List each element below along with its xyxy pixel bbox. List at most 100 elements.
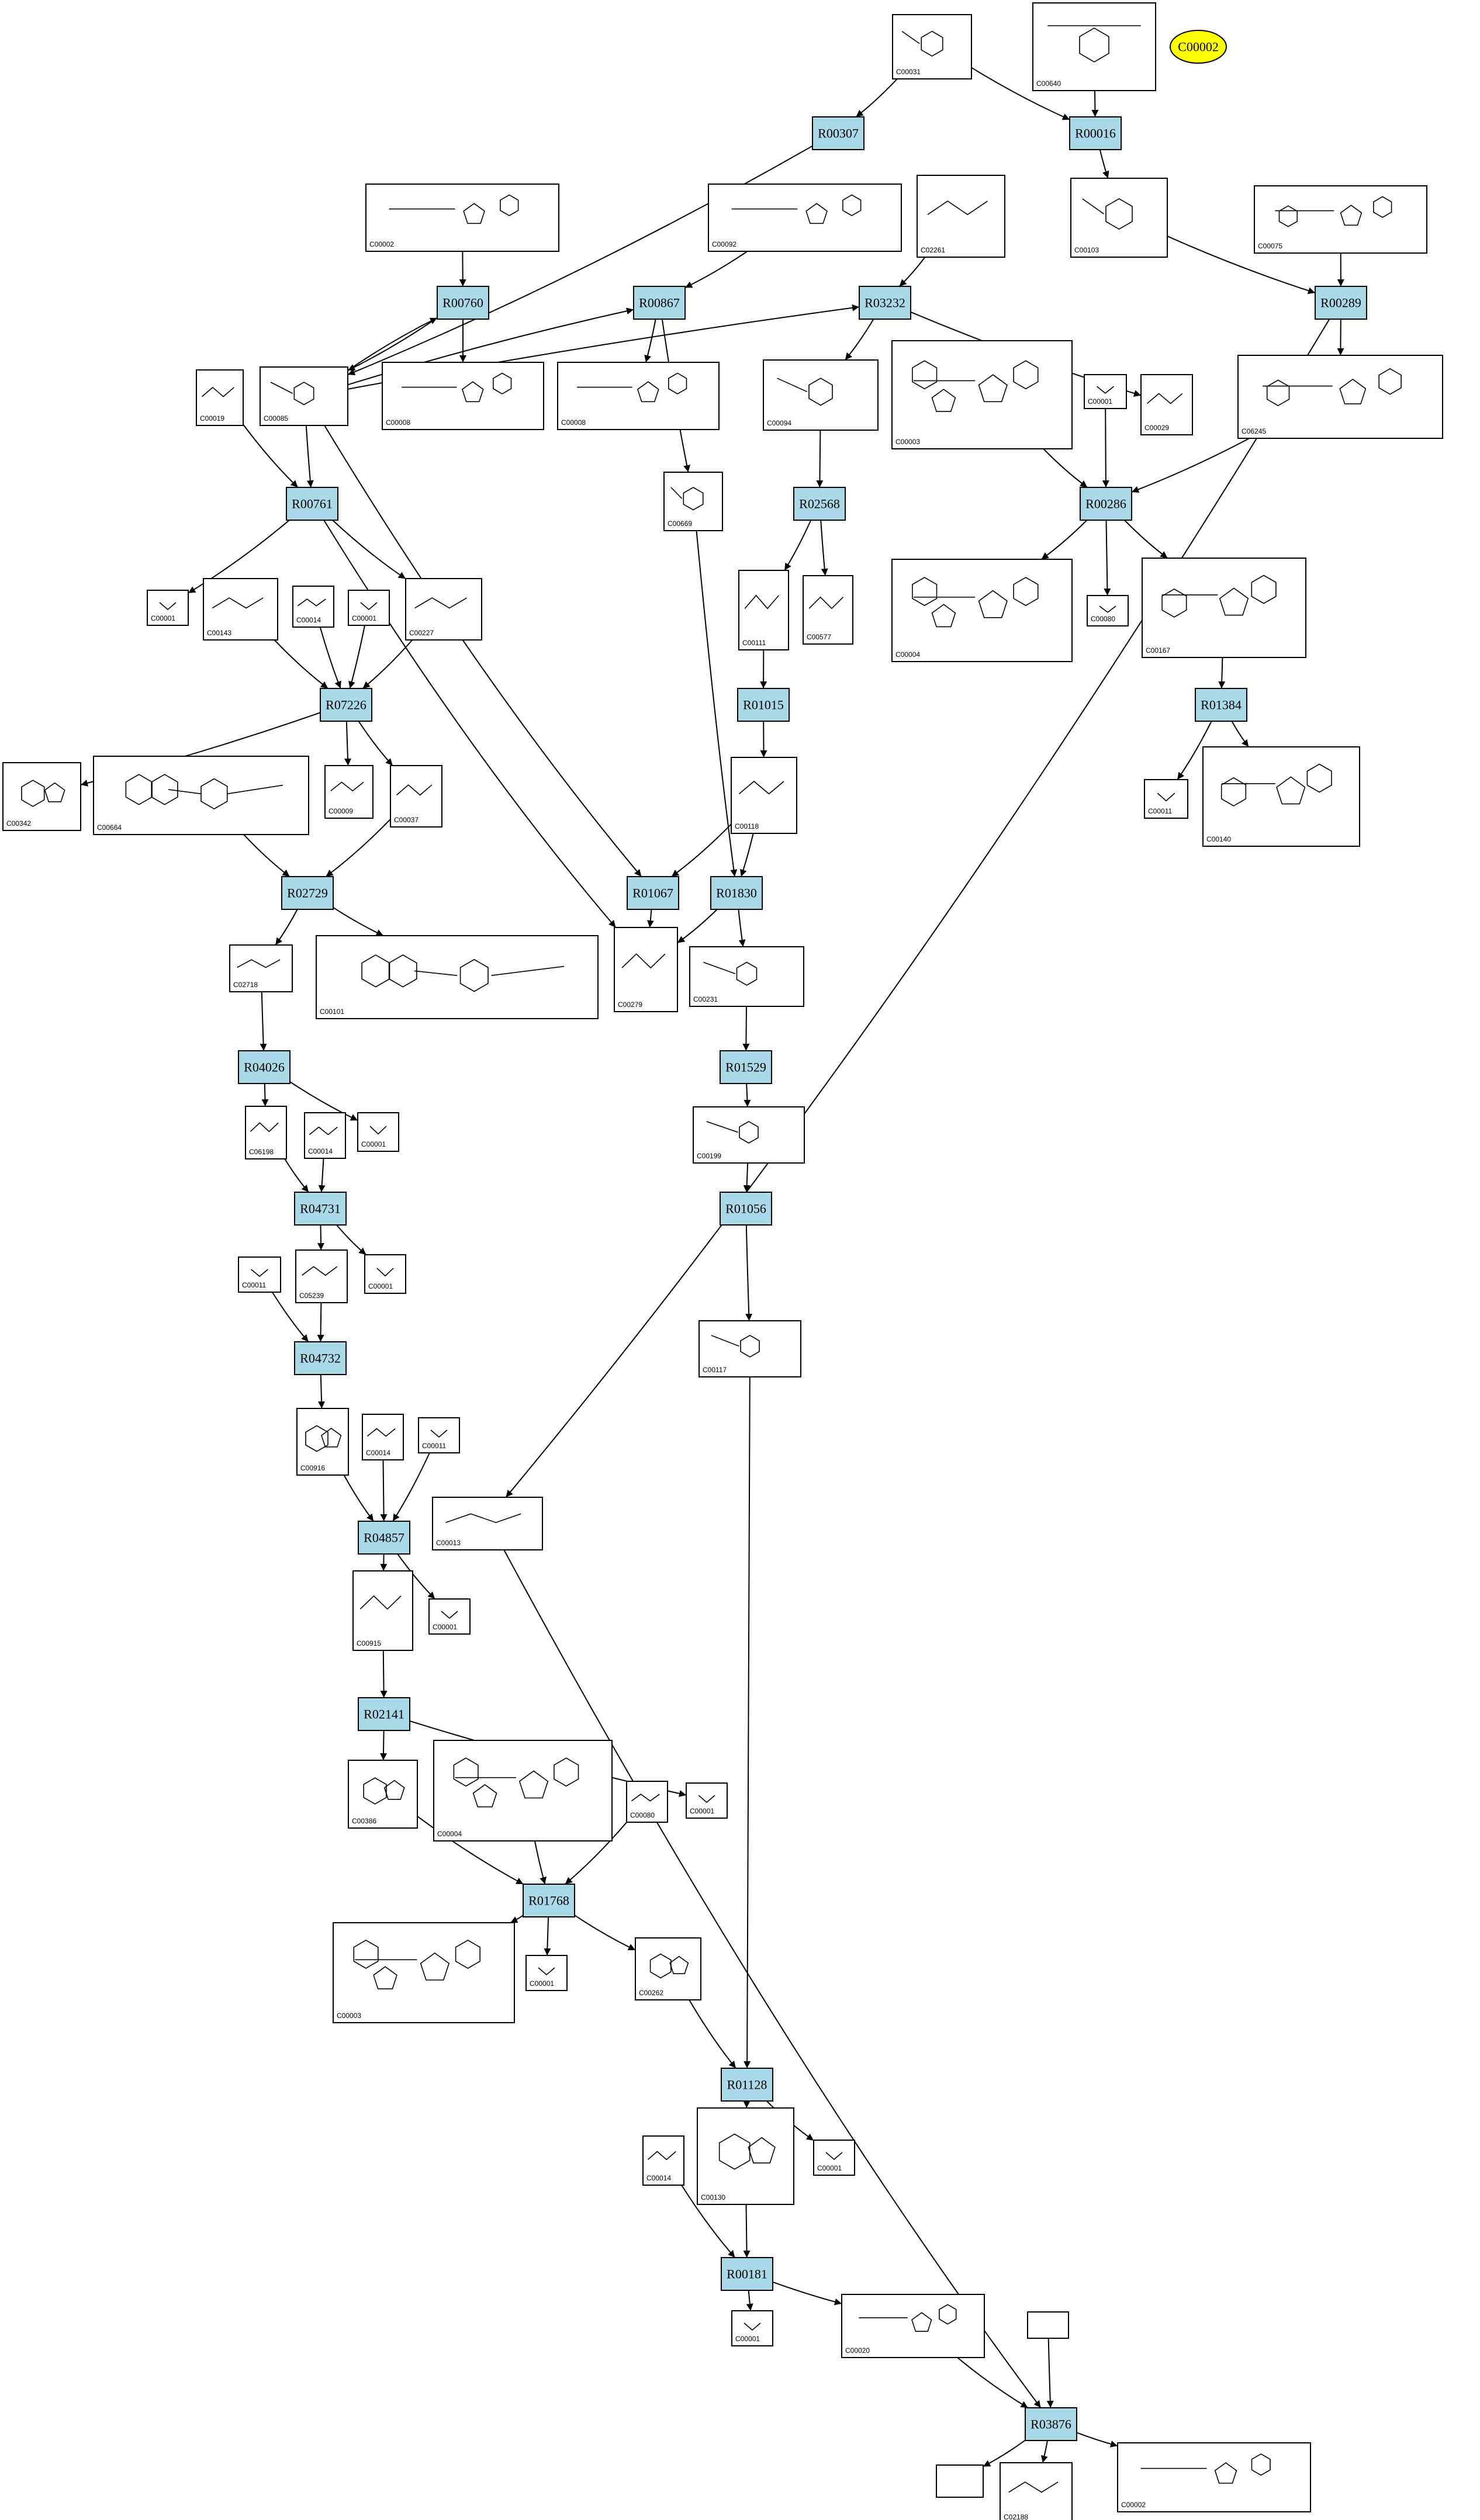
- compound-node[interactable]: C05239: [295, 1249, 348, 1303]
- compound-box[interactable]: [697, 2107, 794, 2205]
- reaction-node[interactable]: R00307: [812, 116, 865, 150]
- compound-box[interactable]: [428, 1598, 471, 1635]
- compound-box[interactable]: [689, 946, 804, 1007]
- compound-node[interactable]: C00001: [364, 1254, 406, 1294]
- reaction-node[interactable]: R01128: [721, 2068, 773, 2102]
- compound-node[interactable]: C00011: [1144, 779, 1188, 819]
- reaction-node[interactable]: R04026: [238, 1050, 291, 1084]
- compound-box[interactable]: [292, 586, 334, 628]
- compound-node[interactable]: C00002: [1117, 2442, 1311, 2512]
- reaction-box[interactable]: [627, 876, 679, 910]
- reaction-node[interactable]: R02141: [358, 1697, 410, 1731]
- reaction-box[interactable]: [294, 1341, 347, 1375]
- compound-node[interactable]: C00011: [238, 1256, 281, 1293]
- compound-node[interactable]: C00004: [891, 559, 1073, 662]
- compound-node[interactable]: C00075: [1254, 185, 1427, 254]
- compound-box[interactable]: [1000, 2462, 1073, 2520]
- reaction-node[interactable]: R01384: [1195, 688, 1247, 722]
- compound-node[interactable]: C00001: [686, 1782, 728, 1819]
- compound-node[interactable]: C00002: [365, 184, 559, 252]
- compound-box[interactable]: [405, 578, 482, 641]
- compound-node[interactable]: C02718: [229, 944, 293, 992]
- compound-node[interactable]: C00227: [405, 578, 482, 641]
- reaction-node[interactable]: R00761: [286, 487, 338, 521]
- compound-node[interactable]: C00915: [352, 1570, 413, 1651]
- compound-box[interactable]: [698, 1320, 801, 1377]
- reaction-node[interactable]: R00289: [1315, 286, 1367, 320]
- compound-box[interactable]: [260, 366, 348, 426]
- compound-node[interactable]: C00001: [348, 590, 390, 626]
- highlight-ellipse[interactable]: [1170, 30, 1227, 64]
- compound-box[interactable]: [357, 1112, 399, 1152]
- compound-box[interactable]: [708, 184, 902, 252]
- compound-box[interactable]: [1254, 185, 1427, 254]
- compound-box[interactable]: [693, 1106, 805, 1164]
- compound-box[interactable]: [1117, 2442, 1311, 2512]
- compound-node[interactable]: C00020: [841, 2294, 985, 2358]
- compound-node[interactable]: C00013: [432, 1497, 543, 1550]
- compound-node[interactable]: C00003: [333, 1922, 515, 2023]
- compound-node[interactable]: C00001: [428, 1598, 471, 1635]
- reaction-box[interactable]: [812, 116, 865, 150]
- reaction-node[interactable]: R01056: [720, 1192, 772, 1226]
- compound-box[interactable]: [238, 1256, 281, 1293]
- reaction-node[interactable]: R01529: [720, 1050, 772, 1084]
- compound-node[interactable]: C00199: [693, 1106, 805, 1164]
- compound-box[interactable]: [362, 1414, 404, 1460]
- compound-node[interactable]: C00029: [1140, 374, 1193, 435]
- reaction-node[interactable]: R01067: [627, 876, 679, 910]
- compound-node[interactable]: C00080: [626, 1781, 668, 1823]
- compound-box[interactable]: [663, 472, 723, 531]
- compound-node[interactable]: C00101: [316, 935, 599, 1019]
- compound-node[interactable]: C00231: [689, 946, 804, 1007]
- reaction-node[interactable]: R03876: [1025, 2407, 1077, 2441]
- reaction-box[interactable]: [1069, 116, 1122, 150]
- reaction-node[interactable]: R02729: [281, 876, 334, 910]
- compound-box[interactable]: [738, 570, 789, 650]
- compound-node[interactable]: C00080: [1087, 595, 1129, 626]
- compound-box[interactable]: [1142, 558, 1306, 658]
- compound-node[interactable]: C00014: [304, 1112, 346, 1159]
- reaction-box[interactable]: [737, 688, 790, 722]
- compound-node[interactable]: C00001: [147, 590, 189, 626]
- compound-box[interactable]: [841, 2294, 985, 2358]
- compound-node[interactable]: C00118: [731, 757, 797, 834]
- reaction-box[interactable]: [358, 1521, 410, 1555]
- reaction-node[interactable]: R01015: [737, 688, 790, 722]
- compound-node[interactable]: C00011: [418, 1417, 460, 1453]
- compound-box[interactable]: [348, 1760, 418, 1829]
- compound-node[interactable]: C00001: [1084, 374, 1127, 409]
- compound-node[interactable]: C06245: [1237, 355, 1443, 439]
- reaction-node[interactable]: R01830: [710, 876, 763, 910]
- reaction-box[interactable]: [437, 286, 489, 320]
- compound-box[interactable]: [635, 1937, 701, 2000]
- reaction-box[interactable]: [859, 286, 911, 320]
- compound-box[interactable]: [763, 359, 879, 431]
- compound-box[interactable]: [316, 935, 599, 1019]
- compound-node[interactable]: C02188: [1000, 2462, 1073, 2520]
- reaction-box[interactable]: [721, 2068, 773, 2102]
- reaction-node[interactable]: R00181: [721, 2257, 773, 2291]
- reaction-box[interactable]: [281, 876, 334, 910]
- compound-node[interactable]: C00001: [731, 2310, 773, 2346]
- compound-box[interactable]: [1032, 2, 1156, 91]
- compound-box[interactable]: [686, 1782, 728, 1819]
- reaction-node[interactable]: R01768: [523, 1884, 575, 1917]
- empty-compound-box[interactable]: [936, 2464, 984, 2498]
- compound-node[interactable]: C02261: [917, 175, 1005, 258]
- reaction-node[interactable]: R04732: [294, 1341, 347, 1375]
- compound-box[interactable]: [304, 1112, 346, 1159]
- compound-node[interactable]: C00019: [196, 369, 244, 426]
- reaction-node[interactable]: R00286: [1080, 487, 1132, 521]
- reaction-box[interactable]: [238, 1050, 291, 1084]
- reaction-box[interactable]: [286, 487, 338, 521]
- compound-box[interactable]: [1070, 178, 1168, 258]
- compound-node[interactable]: C00664: [93, 756, 309, 835]
- compound-node[interactable]: C00037: [390, 765, 442, 828]
- compound-box[interactable]: [203, 578, 278, 641]
- compound-box[interactable]: [642, 2135, 684, 2186]
- reaction-box[interactable]: [1195, 688, 1247, 722]
- empty-compound-box[interactable]: [1027, 2311, 1069, 2339]
- reaction-node[interactable]: R04857: [358, 1521, 410, 1555]
- reaction-box[interactable]: [720, 1050, 772, 1084]
